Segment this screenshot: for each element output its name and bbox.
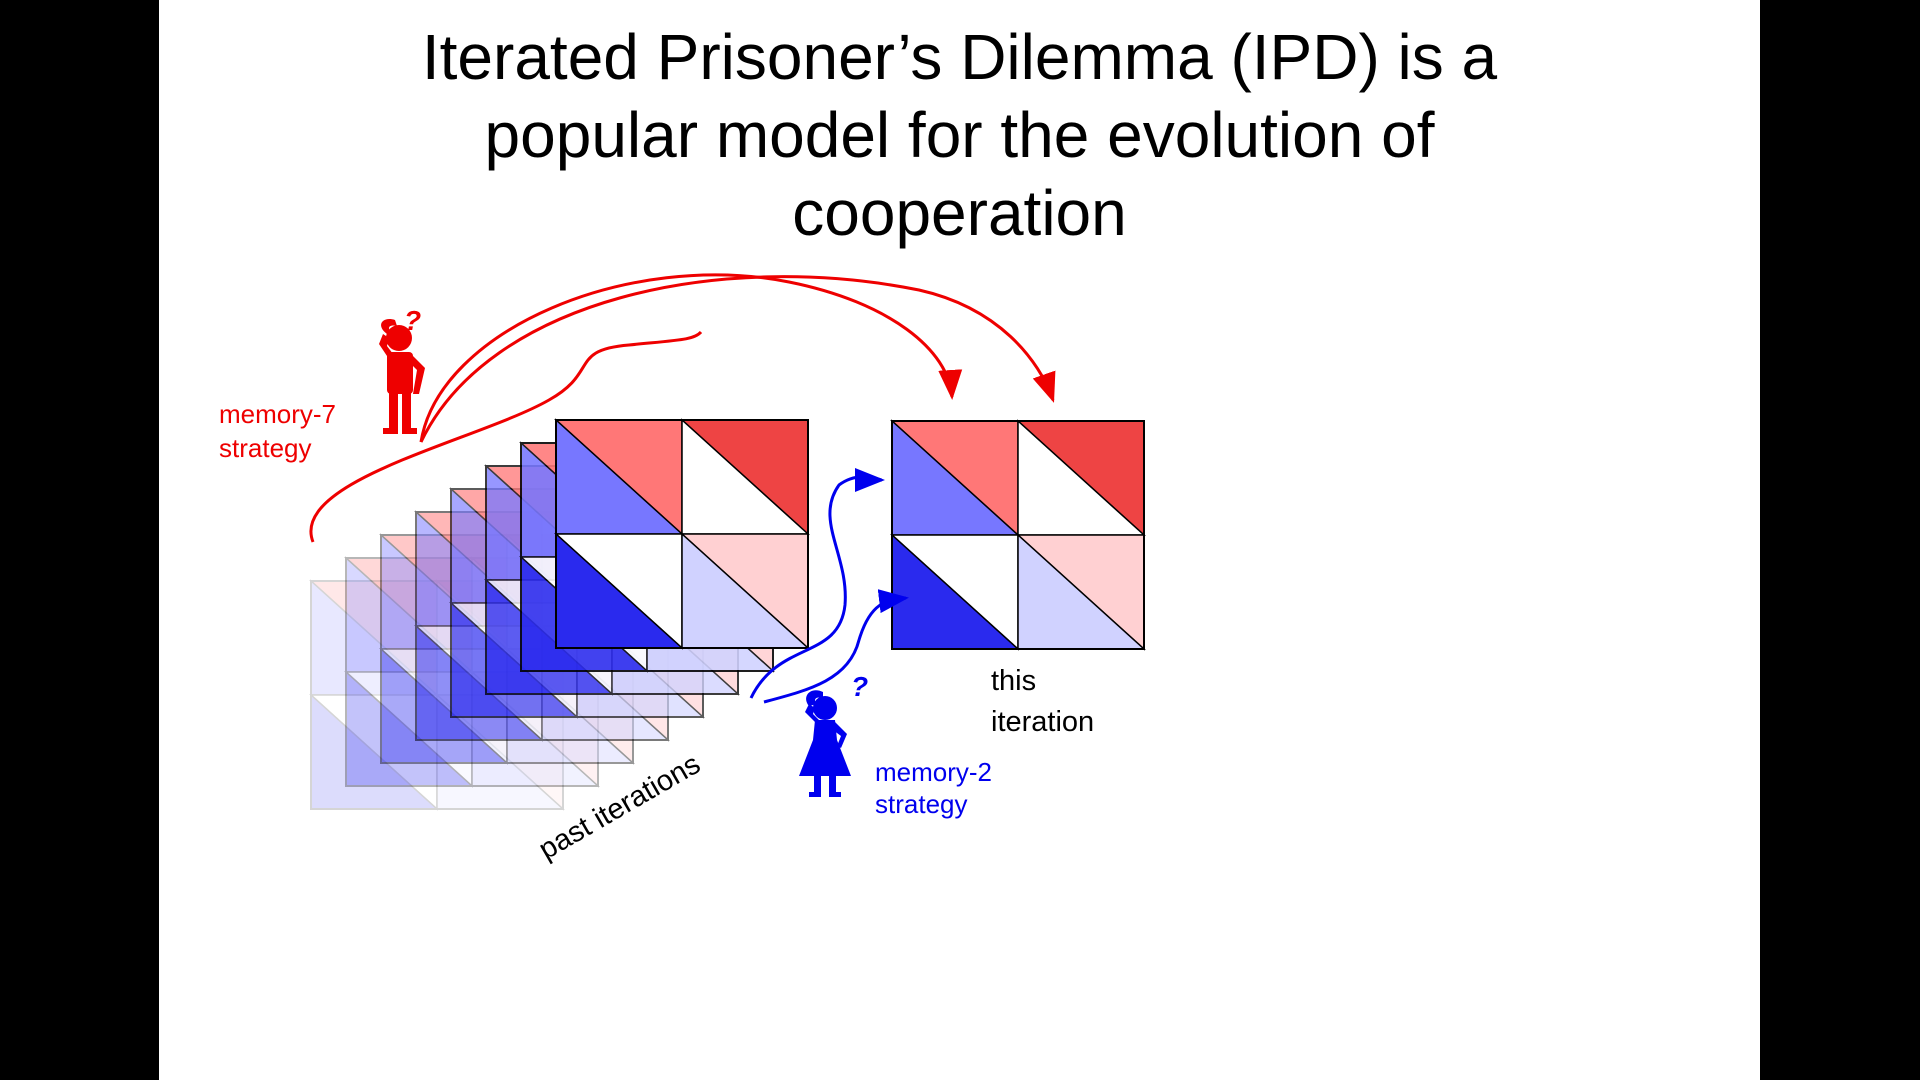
- past-iterations-stack: [311, 420, 808, 809]
- memory-2-label-line-2: strategy: [875, 789, 968, 819]
- this-iteration-label-line-1: this: [991, 665, 1036, 697]
- this-iteration-matrix: [892, 421, 1144, 649]
- current-iteration: [892, 421, 1144, 649]
- memory-7-label-line-1: memory-7: [219, 399, 336, 429]
- memory-7-label-line-2: strategy: [219, 433, 312, 463]
- slide: Iterated Prisoner’s Dilemma (IPD) is a p…: [159, 0, 1760, 1080]
- blue-question-mark: ?: [851, 671, 868, 702]
- ipd-diagram: ? ? memory-7 strategy memory-2 strategy …: [159, 0, 1760, 1080]
- memory-7-arrow-1: [421, 275, 952, 442]
- memory-2-label-line-1: memory-2: [875, 757, 992, 787]
- past-iteration-0: [556, 420, 808, 648]
- red-question-mark: ?: [404, 305, 421, 336]
- this-iteration-label-line-2: iteration: [991, 706, 1094, 738]
- thinking-person-icon: [379, 319, 425, 434]
- thinking-woman-icon: [799, 690, 851, 797]
